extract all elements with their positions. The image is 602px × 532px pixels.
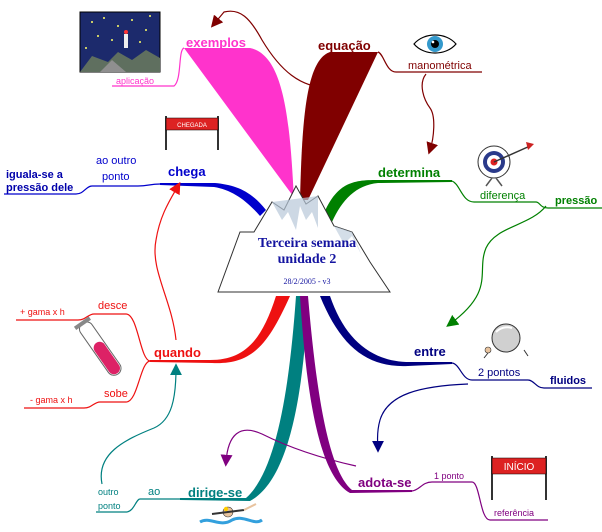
- branch-quando: quando: [154, 345, 201, 360]
- branch-exemplos: exemplos: [186, 35, 246, 50]
- eye-icon: [413, 34, 457, 54]
- branch-quando-line: [150, 296, 290, 364]
- center-title: Terceira semana unidade 2: [232, 236, 382, 268]
- branch-chega-line: [160, 183, 266, 216]
- branch-equacao: equação: [318, 38, 371, 53]
- branch-equacao-line: [300, 52, 378, 200]
- arrow-manometrica-to-determina: [421, 73, 438, 155]
- inicio-banner-icon: INÍCIO: [491, 456, 547, 500]
- sub-mais-gama: + gama x h: [20, 307, 65, 317]
- arrow-dirige-to-quando: [100, 363, 182, 485]
- sphere-person-icon: [483, 323, 529, 359]
- center-title-line1: Terceira semana: [257, 236, 357, 251]
- target-icon: [477, 142, 534, 187]
- sub-ao-outro: ao outro: [96, 155, 137, 167]
- branch-chega: chega: [168, 164, 206, 179]
- arrow-adota-to-dirige: [220, 429, 357, 467]
- sub-aplicacao: aplicação: [116, 76, 155, 86]
- branch-determina: determina: [378, 165, 441, 180]
- sub-iguala-se-line1: iguala-se a: [6, 169, 63, 181]
- sub-ao: ao: [148, 486, 161, 498]
- inicio-banner-text: INÍCIO: [504, 460, 535, 473]
- sub-desce: desce: [98, 300, 128, 312]
- sub-um-ponto: 1 ponto: [434, 471, 465, 481]
- center-date: 28/2/2005 - v3: [283, 277, 331, 286]
- branch-entre-line: [320, 296, 452, 367]
- sub-ponto-2: ponto: [98, 501, 121, 511]
- sub-sobe: sobe: [104, 388, 128, 400]
- sub-dois-pontos: 2 pontos: [478, 367, 521, 379]
- test-tube-icon: [73, 316, 122, 376]
- branch-adota-se: adota-se: [358, 475, 412, 490]
- sub-referencia: referência: [494, 508, 535, 518]
- sub-pressao: pressão: [555, 195, 598, 207]
- chegada-banner-icon: CHEGADA: [165, 116, 219, 150]
- sub-ponto: ponto: [102, 171, 130, 183]
- sub-iguala-se-line2: pressão dele: [6, 182, 74, 194]
- chegada-banner-text: CHEGADA: [177, 123, 207, 129]
- branch-determina-line: [322, 180, 452, 222]
- arrow-fluidos-to-adota: [371, 383, 469, 453]
- branch-dirige-line: [180, 296, 308, 501]
- sub-manometrica: manométrica: [408, 60, 472, 72]
- sub-fluidos: fluidos: [550, 375, 587, 387]
- sub-menos-gama: - gama x h: [30, 395, 73, 405]
- branch-dirige-se: dirige-se: [188, 485, 243, 500]
- branch-entre: entre: [414, 344, 446, 359]
- night-scene-icon: [79, 11, 161, 73]
- branch-exemplos-line: [184, 48, 296, 200]
- sub-outro: outro: [98, 487, 119, 497]
- branch-adota-line: [300, 296, 412, 493]
- arrow-pressao-to-entre: [446, 205, 547, 327]
- arrow-equacao-to-exemplos: [210, 10, 331, 89]
- sub-diferenca: diferença: [480, 190, 526, 202]
- center-title-line2: unidade 2: [277, 252, 337, 267]
- swimmer-icon: [199, 503, 263, 525]
- arrow-quando-to-chega: [154, 181, 181, 341]
